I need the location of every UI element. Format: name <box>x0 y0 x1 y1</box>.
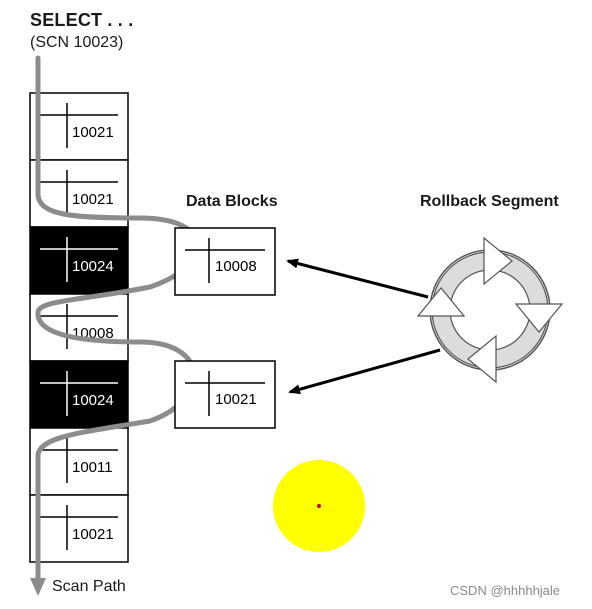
rollback-segment-label: Rollback Segment <box>420 193 559 210</box>
column-block-scn: 10024 <box>72 392 114 409</box>
rollback-cycle-icon <box>416 236 564 384</box>
column-block-scn: 10021 <box>72 124 114 141</box>
column-block: 10024 <box>29 226 129 295</box>
query-scn: (SCN 10023) <box>30 34 124 51</box>
column-block: 10021 <box>29 159 129 228</box>
column-block-scn: 10021 <box>72 526 114 543</box>
data-block-scn: 10008 <box>215 258 257 275</box>
column-block: 10024 <box>29 360 129 429</box>
watermark: CSDN @hhhhhjale <box>450 583 561 598</box>
scan-path-label: Scan Path <box>52 578 126 595</box>
column-block: 10021 <box>29 92 129 161</box>
data-block-scn: 10021 <box>215 391 257 408</box>
data-blocks-label: Data Blocks <box>186 193 278 210</box>
data-blocks-group: 10008 10021 <box>174 227 276 429</box>
data-block: 10008 <box>174 227 276 296</box>
column-block: 10011 <box>29 427 129 496</box>
query-title: SELECT . . . <box>30 10 134 30</box>
rollback-arrow-2 <box>288 348 441 395</box>
scan-path <box>30 55 200 596</box>
column-block-scn: 10024 <box>72 258 114 275</box>
column-block-scn: 10021 <box>72 191 114 208</box>
scan-arrowhead-icon <box>30 578 46 596</box>
column-block-scn: 10011 <box>72 459 113 476</box>
data-block: 10021 <box>174 360 276 429</box>
cursor-dot-icon <box>317 504 321 508</box>
rollback-arrow-1 <box>286 258 429 299</box>
column-block: 10021 <box>29 494 129 563</box>
